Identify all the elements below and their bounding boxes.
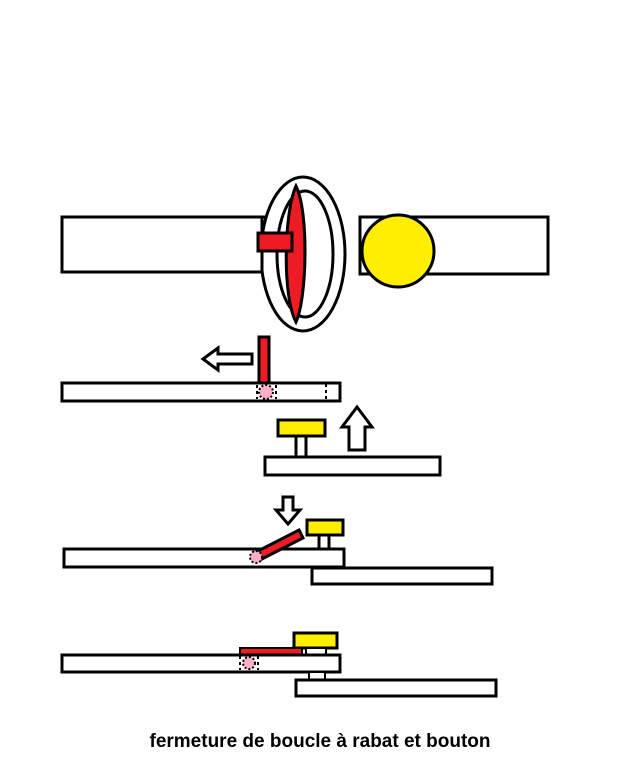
button-top bbox=[360, 213, 436, 289]
flap-stem bbox=[256, 231, 294, 253]
arrow-left-icon bbox=[200, 345, 254, 373]
strap-4-upper bbox=[60, 653, 342, 674]
button-shank-2 bbox=[294, 434, 308, 460]
pin-3 bbox=[249, 550, 263, 564]
button-head-2 bbox=[276, 418, 327, 438]
step-4 bbox=[60, 631, 498, 698]
arrow-up-icon bbox=[339, 404, 375, 452]
step-3 bbox=[62, 495, 494, 586]
flap-upright bbox=[257, 335, 271, 387]
strap-1 bbox=[60, 381, 342, 403]
flap-top bbox=[284, 182, 307, 326]
arrow-down-icon bbox=[272, 495, 304, 527]
pin-4 bbox=[242, 656, 256, 670]
strap-2 bbox=[263, 455, 442, 477]
caption: fermeture de boucle à rabat et bouton bbox=[149, 731, 491, 752]
step-2 bbox=[263, 404, 442, 477]
step-1 bbox=[60, 335, 342, 403]
strap-3-lower bbox=[310, 566, 494, 586]
strap-3-upper bbox=[62, 547, 346, 569]
pin-1 bbox=[258, 384, 274, 400]
strap-4-lower bbox=[294, 678, 498, 698]
top-view bbox=[60, 175, 550, 333]
button-head-3 bbox=[305, 518, 345, 537]
left-strap-cover bbox=[60, 215, 264, 274]
button-head-4 bbox=[292, 631, 339, 650]
